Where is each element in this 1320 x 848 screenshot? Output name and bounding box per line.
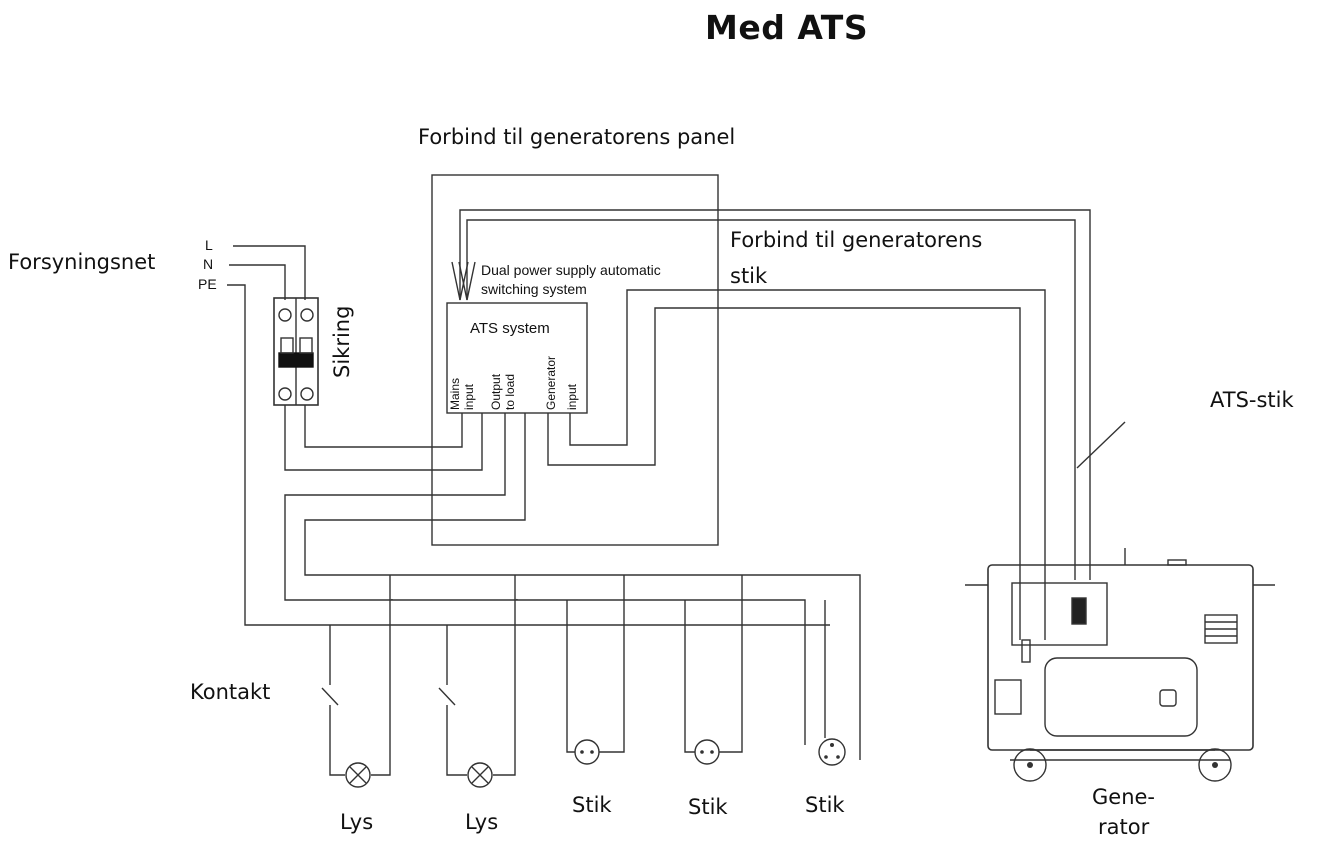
ats-note-line2: switching system xyxy=(481,281,587,297)
socket-icon xyxy=(694,739,720,765)
panel-label: Forbind til generatorens panel xyxy=(418,125,736,149)
ats-note-line1: Dual power supply automatic xyxy=(481,262,661,278)
socket-icon xyxy=(818,738,846,766)
load-label-lys-1: Lys xyxy=(340,810,374,834)
mains-pe-wire xyxy=(227,284,830,626)
mains-l-wire xyxy=(233,245,306,300)
generator-label-line2: rator xyxy=(1098,815,1150,839)
ats-stik-pointer xyxy=(1076,421,1126,469)
gen-stik-label-line2: stik xyxy=(730,264,768,288)
terminal-generator-line2: input xyxy=(565,383,579,410)
terminal-mains-line1: Mains xyxy=(448,377,462,410)
diagram-title: Med ATS xyxy=(705,8,869,47)
wheel-icon xyxy=(1013,748,1047,782)
socket-icon xyxy=(574,739,600,765)
forsyningsnet-label: Forsyningsnet xyxy=(8,250,156,274)
ats-box xyxy=(446,302,588,414)
breaker-out-l xyxy=(304,405,463,448)
control-cable-1 xyxy=(459,209,1091,580)
kontakt-label: Kontakt xyxy=(190,680,271,704)
terminal-generator-line1: Generator xyxy=(544,355,558,410)
ats-stik-label: ATS-stik xyxy=(1210,388,1294,412)
mains-pe-label: PE xyxy=(198,276,217,292)
load-label-stik-1: Stik xyxy=(572,793,612,817)
load-out-2 xyxy=(304,413,861,760)
generator-label-line1: Gene- xyxy=(1092,785,1155,809)
mains-n-wire xyxy=(229,264,286,300)
terminal-output-line2: to load xyxy=(503,373,517,410)
load-out-1 xyxy=(284,413,806,745)
wheel-icon xyxy=(1198,748,1232,782)
lamp-icon xyxy=(345,762,371,788)
gen-stik-label-line1: Forbind til generatorens xyxy=(730,228,983,252)
load-label-stik-3: Stik xyxy=(805,793,845,817)
sikring-label: Sikring xyxy=(330,305,354,378)
ats-box-title: ATS system xyxy=(470,320,550,337)
panel-box xyxy=(431,174,719,546)
control-cable-2 xyxy=(466,219,1076,580)
gen-in-2 xyxy=(569,289,1046,640)
mains-l-label: L xyxy=(205,237,213,253)
gen-in-1 xyxy=(547,307,1021,640)
terminal-mains-line2: input xyxy=(462,383,476,410)
breaker-out-n xyxy=(284,405,483,471)
load-label-lys-2: Lys xyxy=(465,810,499,834)
lamp-icon xyxy=(467,762,493,788)
load-label-stik-2: Stik xyxy=(688,795,728,819)
mains-n-label: N xyxy=(203,256,214,272)
terminal-output-line1: Output xyxy=(489,373,503,410)
